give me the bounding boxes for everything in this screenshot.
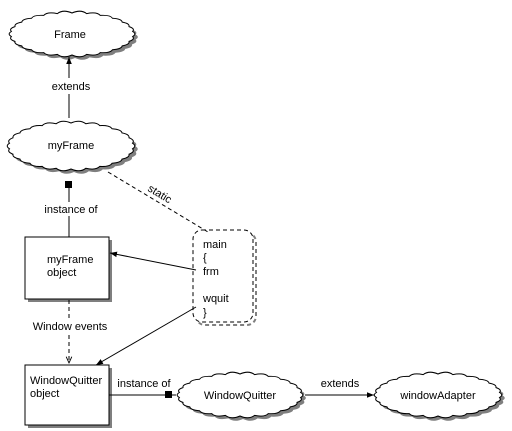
windowquitter-object-box: WindowQuitter object — [24, 364, 112, 428]
static-label: static — [145, 183, 174, 207]
myframe-label: myFrame — [48, 140, 94, 152]
main-line-1: { — [203, 252, 207, 264]
myframe-object-box: myFrame object — [24, 236, 112, 302]
edge-frm-to-myframe-object — [109, 251, 197, 271]
edge-extends-frame: extends — [48, 57, 94, 118]
edge-instance-of-windowquitter: instance of — [109, 378, 176, 398]
main-line-0: main — [203, 239, 227, 251]
instance-of-label-2: instance of — [117, 378, 171, 390]
edge-wquit-to-windowquitter-object — [95, 306, 197, 366]
extends-label-2: extends — [321, 378, 360, 390]
edge-extends-windowadapter: extends — [305, 378, 374, 398]
extends-label-1: extends — [52, 81, 91, 93]
edge-static: static — [107, 171, 209, 233]
frame-label: Frame — [54, 29, 86, 41]
myframe-cloud: myFrame — [6, 120, 138, 174]
windowquitter-object-line1: WindowQuitter — [30, 375, 102, 387]
instance-of-label-1: instance of — [44, 204, 98, 216]
main-line-4: wquit — [202, 293, 229, 305]
edge-window-events: Window events — [27, 300, 113, 363]
main-line-2: frm — [203, 266, 219, 278]
windowadapter-cloud: windowAdapter — [373, 371, 505, 421]
frame-cloud: Frame — [8, 10, 138, 60]
window-events-label: Window events — [33, 321, 108, 333]
windowquitter-class-cloud: WindowQuitter — [176, 371, 306, 421]
main-line-5: } — [203, 307, 207, 319]
windowquitter-object-line2: object — [30, 388, 59, 400]
windowquitter-class-label: WindowQuitter — [204, 390, 276, 402]
myframe-object-line2: object — [47, 267, 76, 279]
main-code-block: main { frm wquit } — [192, 229, 257, 326]
windowadapter-label: windowAdapter — [399, 390, 476, 402]
myframe-object-line1: myFrame — [47, 254, 93, 266]
edge-instance-of-myframe: instance of — [38, 181, 104, 237]
